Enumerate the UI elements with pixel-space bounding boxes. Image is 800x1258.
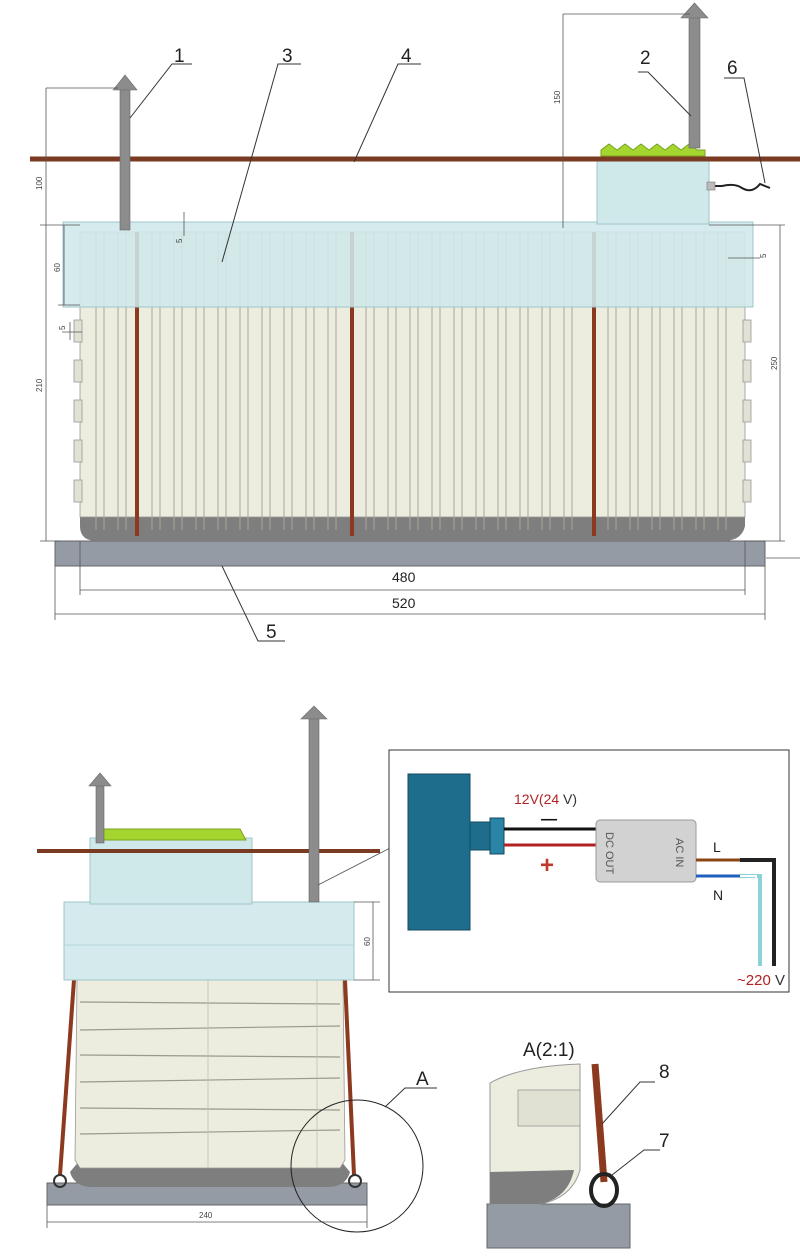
power-supply-ac-in: AC IN: [673, 838, 685, 867]
wire-live-black: [740, 858, 776, 966]
foundation-slab: [54, 540, 766, 567]
detail-a-view: A(2:1) 8 7: [486, 1040, 670, 1249]
power-cable: [709, 182, 771, 192]
side-anchor-straps: [58, 979, 356, 1176]
live-label: L: [713, 839, 721, 855]
tank-side-bumps: [73, 319, 752, 503]
power-supply-dc-out: DC OUT: [603, 832, 615, 874]
wiring-diagram: DC OUT AC IN 12V(24 V) — + L N ~220 V: [388, 749, 790, 993]
dim-gap-top: 5: [175, 238, 184, 243]
tank-base-dark: [80, 515, 745, 541]
side-vent-pipe-2: [300, 705, 328, 903]
dc-voltage-label: 12V(24 V): [514, 791, 577, 807]
callout-2: 2: [640, 48, 651, 69]
dim-outer-width: 520: [392, 595, 416, 611]
neutral-label: N: [713, 887, 723, 903]
callout-6: 6: [727, 58, 738, 79]
side-service-lid: [97, 828, 247, 841]
callout-4: 4: [401, 46, 412, 67]
detail-a-title: A(2:1): [523, 1040, 575, 1061]
dim-side-base-width: 240: [199, 1211, 213, 1220]
power-supply: [595, 819, 697, 883]
detail-tank-base: [490, 1170, 574, 1204]
dim-vent-height: 150: [553, 90, 562, 104]
pump-connector-nut: [489, 817, 505, 855]
detail-slab: [486, 1203, 631, 1249]
dimension-lines-front: [40, 13, 800, 620]
detail-a-circle: [290, 1099, 424, 1233]
dim-inner-width: 480: [392, 569, 416, 585]
service-box: [596, 159, 710, 225]
callout-7-leader: [611, 1149, 660, 1176]
side-tank-ribs: [79, 980, 341, 1168]
detail-strap: [591, 1063, 608, 1183]
detail-a-leader: [384, 1087, 437, 1108]
side-dimension-lines: [46, 901, 380, 1228]
side-elevation: 60 240 A: [37, 705, 437, 1233]
vent-pipe-2: [680, 2, 709, 149]
detail-tank-rib: [517, 1089, 581, 1127]
dim-tank-height: 210: [35, 378, 44, 392]
insulation-layer: [62, 221, 754, 308]
callout-leaders-front: [129, 63, 766, 642]
detail-anchor-ring: [589, 1172, 619, 1208]
service-lid: [600, 143, 706, 157]
vent-pipe-1: [112, 74, 138, 231]
callout-8: 8: [659, 1062, 670, 1083]
callout-8-leader: [601, 1081, 655, 1125]
callout-1: 1: [174, 46, 185, 67]
dim-side-band-height: 60: [363, 937, 372, 946]
pump-connector: [469, 821, 491, 851]
side-insulation-layer: [63, 901, 355, 981]
side-tank-body: [74, 979, 346, 1169]
dim-gap-left: 5: [58, 325, 67, 330]
wire-neutral-inner: [740, 875, 757, 966]
callout-7: 7: [659, 1131, 670, 1152]
side-vent-pipe-1: [88, 772, 112, 844]
detail-a-label: A: [416, 1069, 429, 1090]
minus-sign: —: [541, 811, 557, 828]
side-anchor-rings: [53, 1174, 362, 1188]
front-elevation: 100 150 60 5 5 5 210 250 480 520 1 3 4 2…: [30, 2, 800, 643]
dim-band-height: 60: [53, 263, 62, 272]
callout-5: 5: [266, 622, 277, 643]
plus-sign: +: [540, 852, 554, 879]
dim-top-left-height: 100: [35, 176, 44, 190]
cable-gland: [706, 181, 716, 191]
dim-total-height: 250: [770, 356, 779, 370]
callout-3: 3: [282, 46, 293, 67]
dim-marker-right: 5: [759, 253, 768, 258]
pump-tube: [407, 773, 471, 931]
wiring-leader: [317, 846, 393, 886]
ac-voltage-label: ~220 V: [737, 972, 785, 989]
side-service-box: [89, 837, 253, 905]
